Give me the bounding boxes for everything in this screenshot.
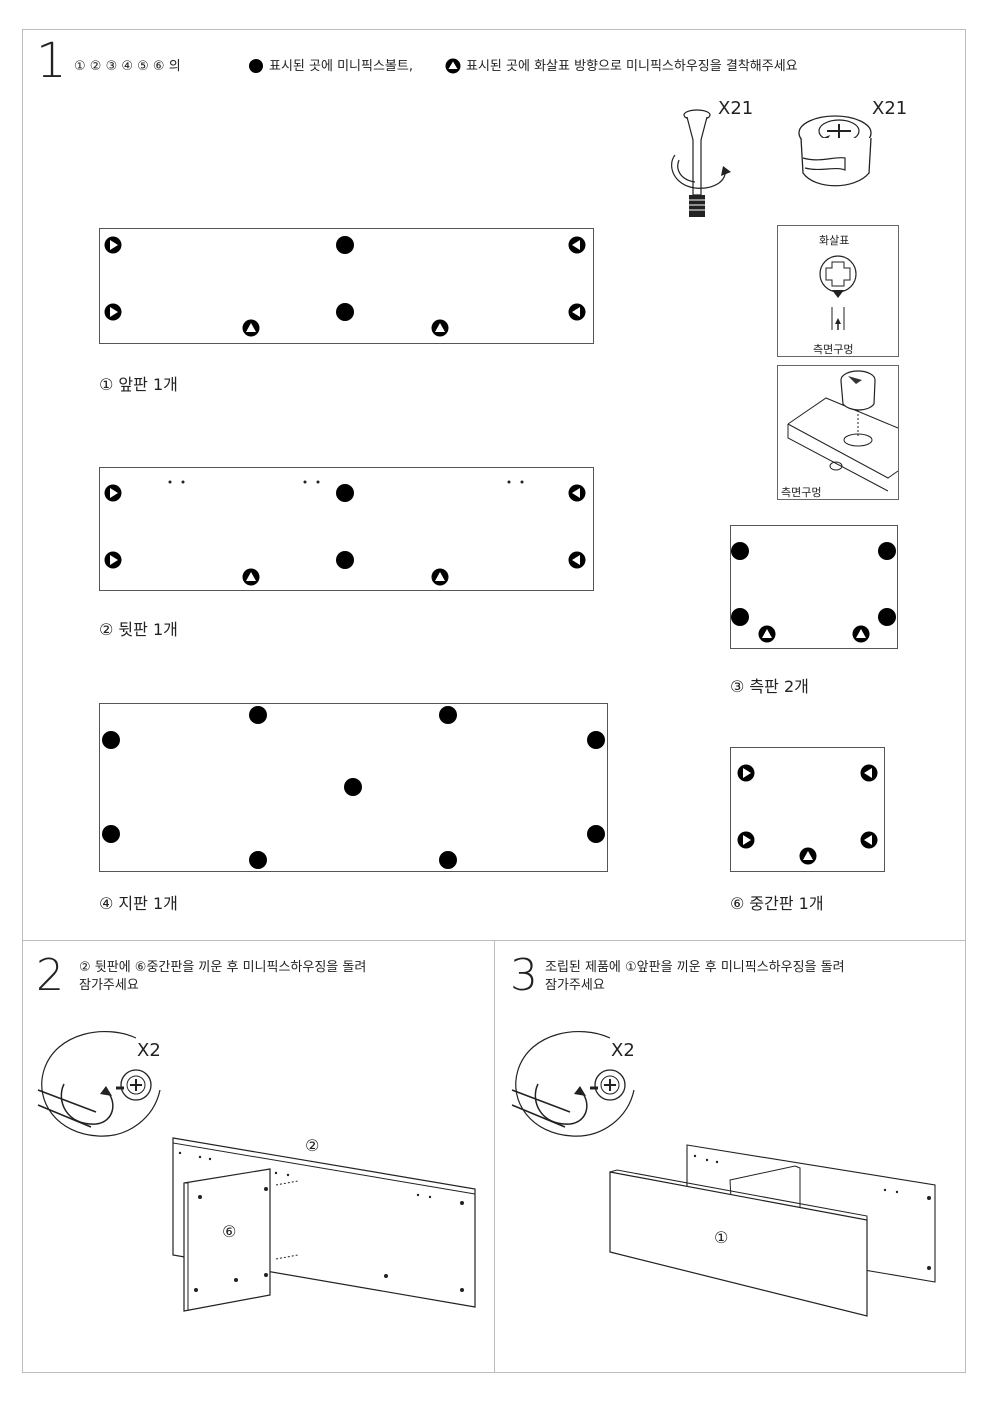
arrow-up-marker xyxy=(242,319,260,337)
arrow-label: 화살표 xyxy=(819,234,850,247)
step2-housing-rotate-detail xyxy=(37,1031,161,1137)
side-hole-label: 측면구멍 xyxy=(813,343,854,356)
dot-marker xyxy=(731,542,749,560)
arrow-up-marker xyxy=(242,568,260,586)
dot-marker xyxy=(587,825,605,843)
part-label-front: ① 앞판 1개 xyxy=(99,375,178,394)
arrow-left-marker xyxy=(568,236,586,254)
side-board-markers xyxy=(731,542,896,643)
dot-marker xyxy=(336,303,354,321)
dot-marker xyxy=(439,851,457,869)
arrow-up-marker xyxy=(431,568,449,586)
arrow-left-marker xyxy=(568,484,586,502)
step2-assembly-illustration xyxy=(172,1137,476,1312)
arrow-left-marker xyxy=(568,303,586,321)
arrow-right-marker xyxy=(104,551,122,569)
dot-marker xyxy=(587,731,605,749)
dot-marker xyxy=(336,551,354,569)
dot-marker xyxy=(439,706,457,724)
dot-marker-legend-icon xyxy=(249,59,263,73)
arrow-left-marker xyxy=(568,551,586,569)
part-label-bottom: ④ 지판 1개 xyxy=(99,894,178,913)
housing-insertion-icon xyxy=(787,370,899,492)
step3-assembly-illustration xyxy=(609,1144,936,1317)
minifix-housing-icon xyxy=(798,115,872,187)
step3-line1: 조립된 제품에 ①앞판을 끼운 후 미니픽스하우징을 돌려 xyxy=(545,960,845,975)
arrow-right-marker xyxy=(737,764,755,782)
step2-number: 2 xyxy=(36,950,64,1001)
front-board-markers xyxy=(104,236,586,337)
arrow-right-marker xyxy=(104,236,122,254)
arrow-right-marker xyxy=(104,484,122,502)
step3-quantity: X2 xyxy=(611,1040,635,1061)
dot-marker xyxy=(731,608,749,626)
bolt-quantity: X21 xyxy=(718,98,754,119)
dot-marker xyxy=(249,851,267,869)
part-side-board xyxy=(730,525,898,649)
housing-top-arrow-icon xyxy=(819,255,857,330)
middle-board-markers xyxy=(737,764,878,865)
dot-marker xyxy=(102,731,120,749)
arrow-left-marker xyxy=(860,764,878,782)
part-label-middle: ⑥ 중간판 1개 xyxy=(730,894,824,913)
step2-panel-middle-label: ⑥ xyxy=(222,1222,237,1241)
step3-number: 3 xyxy=(510,950,538,1001)
step2-line2: 잠가주세요 xyxy=(79,978,139,993)
side-hole-label-2: 측면구멍 xyxy=(781,486,822,499)
bottom-board-markers xyxy=(102,706,605,869)
step1-instruction-end: 표시된 곳에 화살표 방향으로 미니픽스하우징을 결착해주세요 xyxy=(466,59,798,74)
step1-number: 1 xyxy=(36,33,67,89)
arrow-right-marker xyxy=(737,831,755,849)
insert-detail-box xyxy=(777,365,899,500)
arrow-up-marker xyxy=(852,625,870,643)
dot-marker xyxy=(878,608,896,626)
dot-marker xyxy=(336,484,354,502)
part-label-back: ② 뒷판 1개 xyxy=(99,620,178,639)
step3-line2: 잠가주세요 xyxy=(545,978,605,993)
part-back-board xyxy=(99,467,594,591)
step2-line1: ② 뒷판에 ⑥중간판을 끼운 후 미니픽스하우징을 돌려 xyxy=(79,960,367,975)
arrow-left-marker xyxy=(860,831,878,849)
minifix-bolt-icon xyxy=(671,109,731,217)
part-label-side: ③ 측판 2개 xyxy=(730,677,809,696)
step2-quantity: X2 xyxy=(137,1040,161,1061)
arrow-up-marker xyxy=(758,625,776,643)
back-board-markers xyxy=(104,480,586,586)
dot-marker xyxy=(336,236,354,254)
dot-marker xyxy=(878,542,896,560)
step1-instruction-prefix: ① ② ③ ④ ⑤ ⑥ 의 xyxy=(74,59,181,74)
arrow-up-marker xyxy=(431,319,449,337)
dot-marker xyxy=(249,706,267,724)
arrow-up-marker xyxy=(799,847,817,865)
step3-panel-front-label: ① xyxy=(714,1228,729,1247)
dot-marker xyxy=(102,825,120,843)
step3-housing-rotate-detail xyxy=(511,1031,635,1137)
housing-quantity: X21 xyxy=(872,98,908,119)
arrow-up-marker-legend-icon xyxy=(445,58,461,74)
step1-instruction-mid: 표시된 곳에 미니픽스볼트, xyxy=(269,59,413,74)
dot-marker xyxy=(344,778,362,796)
section-divider-vertical xyxy=(494,940,495,1373)
step2-panel-back-label: ② xyxy=(305,1136,320,1155)
arrow-right-marker xyxy=(104,303,122,321)
